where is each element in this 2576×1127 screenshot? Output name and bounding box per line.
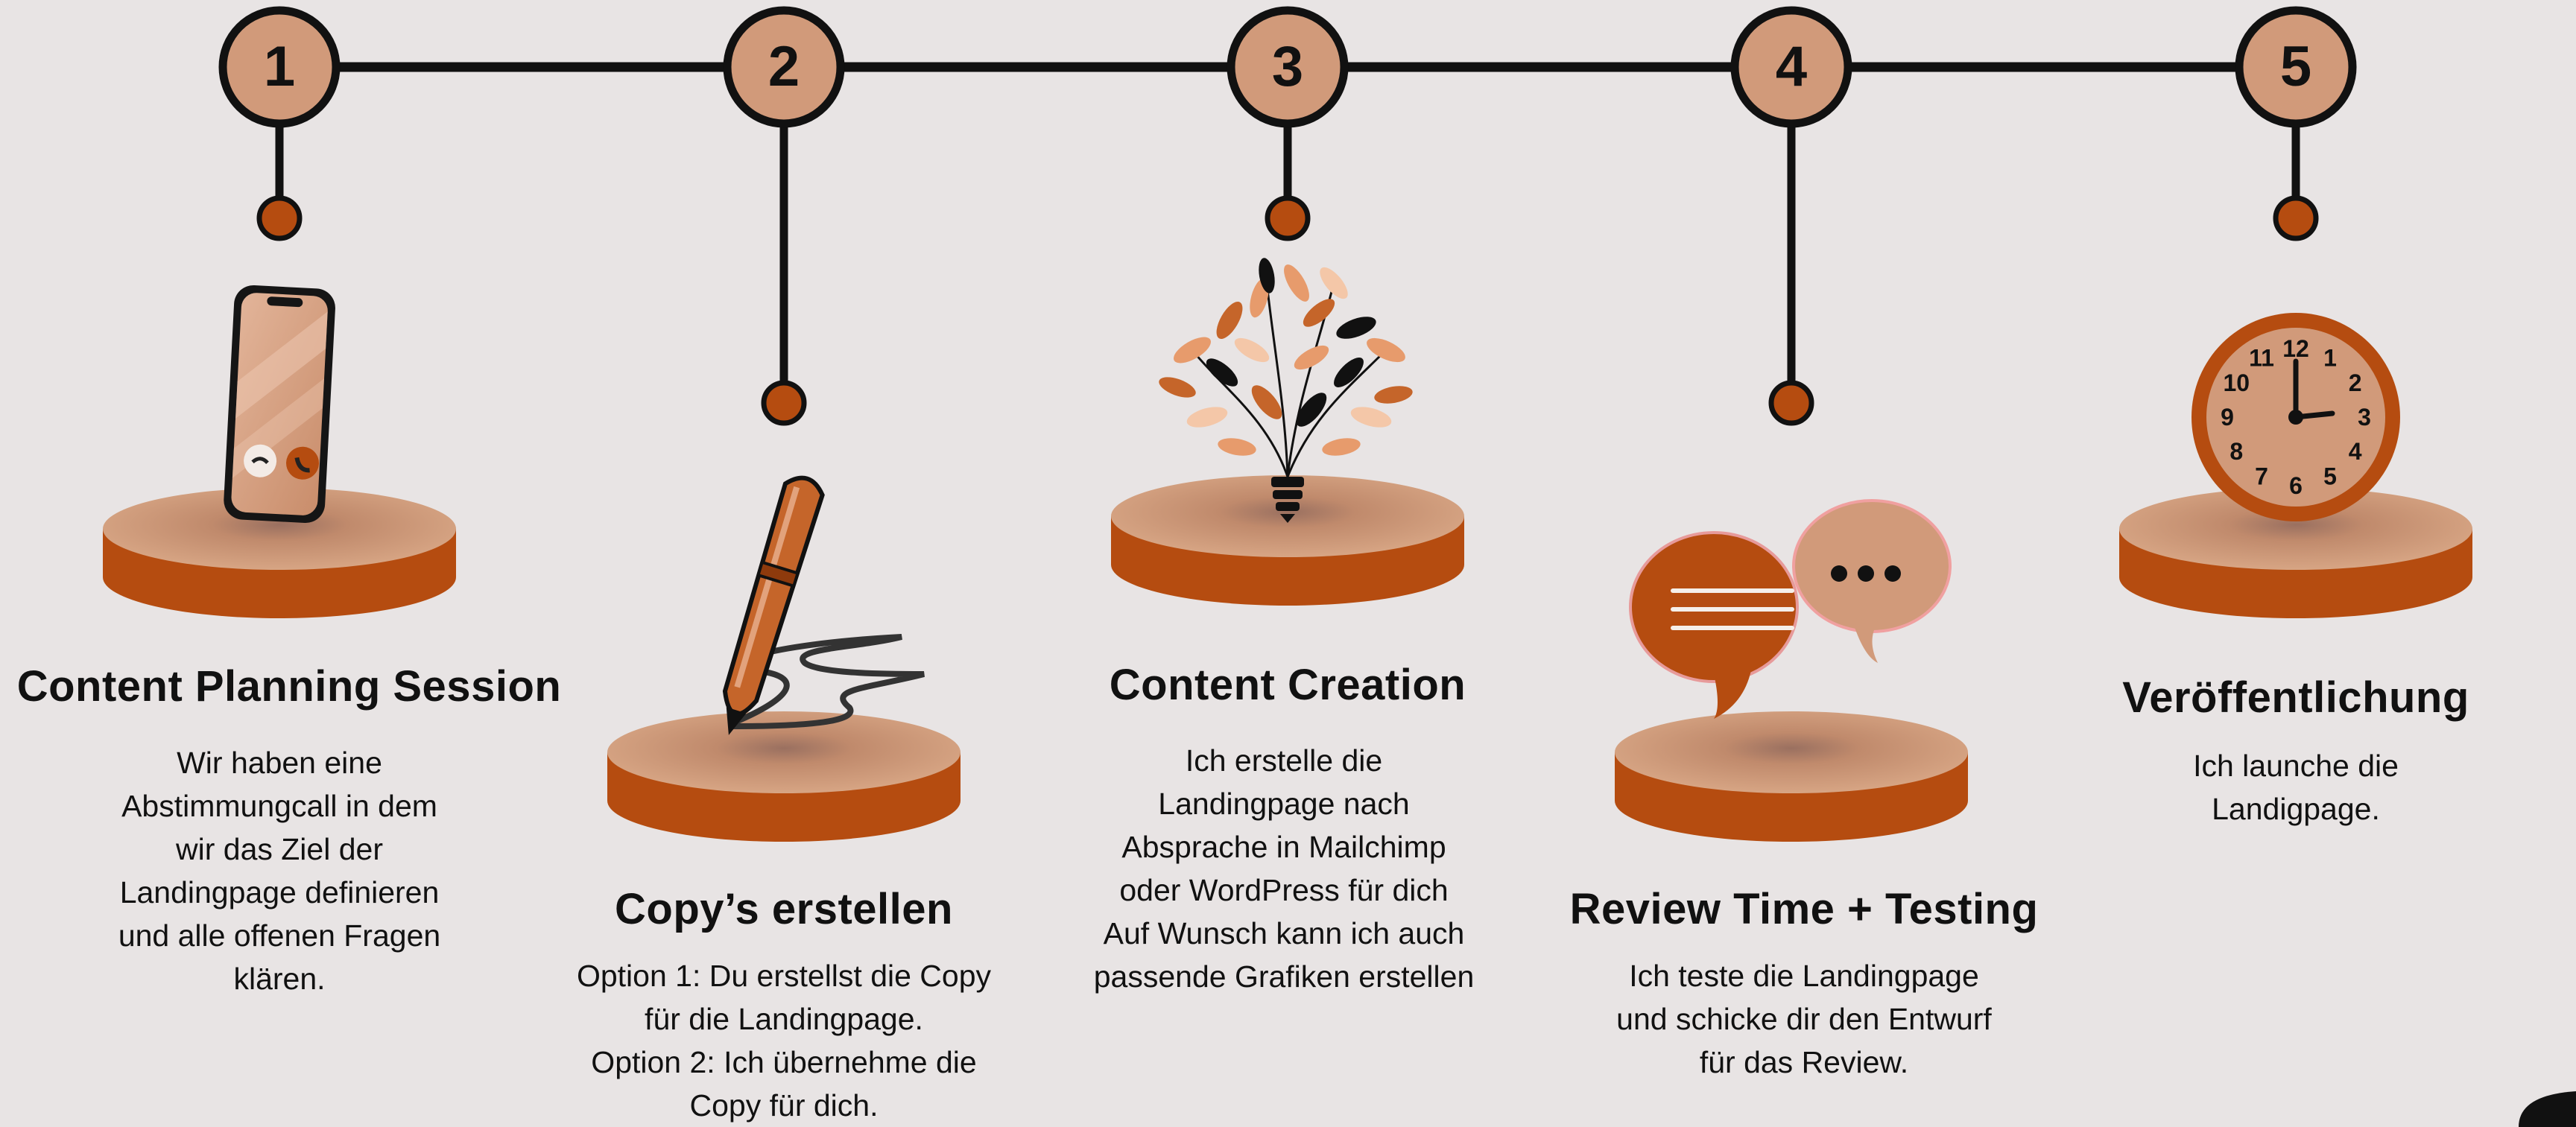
step-3-title: Content Creation <box>1109 661 1466 709</box>
clock-numeral: 4 <box>2349 438 2362 465</box>
clock-numeral: 10 <box>2224 369 2250 396</box>
connector-3 <box>1265 119 1311 241</box>
step-4-marker: 4 <box>1730 6 1852 128</box>
step-5-description: Ich launche die Landigpage. <box>2193 749 2399 826</box>
clock-numeral: 8 <box>2230 438 2243 465</box>
step-2-title: Copy’s erstellen <box>615 885 953 933</box>
step-1-title: Content Planning Session <box>16 662 562 711</box>
step-5-marker: 5 <box>2235 6 2357 128</box>
step-2-marker: 2 <box>723 6 845 128</box>
step-5-number: 5 <box>2280 35 2311 98</box>
corner-decoration <box>2519 1091 2576 1127</box>
clock-numeral: 6 <box>2289 472 2303 499</box>
step-2-number: 2 <box>768 35 800 98</box>
step-3-number: 3 <box>1272 35 1303 98</box>
pen-icon <box>722 475 925 735</box>
step-3-description: Ich erstelle die Landingpage nach Abspra… <box>1093 743 1475 994</box>
pedestal-5 <box>2119 488 2472 618</box>
clock-numeral: 5 <box>2323 463 2337 490</box>
step-4-description: Ich teste die Landingpage und schicke di… <box>1616 959 1992 1079</box>
step-5-title: Veröffentlichung <box>2122 673 2469 722</box>
connector-4 <box>1768 119 1814 426</box>
step-3-marker: 3 <box>1227 6 1349 128</box>
lightbulb-plant-icon <box>1159 258 1413 523</box>
speech-bubbles-icon <box>1629 499 1952 719</box>
step-4-number: 4 <box>1776 35 1807 98</box>
step-1-marker: 1 <box>218 6 341 128</box>
clock-numeral: 11 <box>2249 344 2274 371</box>
pedestal-1 <box>103 488 456 618</box>
clock-numeral: 9 <box>2221 404 2234 431</box>
pedestal-4 <box>1615 711 1968 842</box>
step-1-description: Wir haben eine Abstimmungcall in dem wir… <box>118 746 441 996</box>
step-1-number: 1 <box>264 35 295 98</box>
step-2-description: Option 1: Du erstellst die Copy für die … <box>576 959 992 1123</box>
clock-numeral: 2 <box>2349 369 2362 396</box>
connector-5 <box>2273 119 2319 241</box>
clock-numeral: 12 <box>2282 335 2309 362</box>
clock-numeral: 1 <box>2323 344 2337 371</box>
clock-numeral: 3 <box>2358 404 2371 431</box>
step-4-title: Review Time + Testing <box>1569 885 2039 933</box>
smartphone-icon <box>224 285 335 524</box>
connector-2 <box>761 119 807 426</box>
connector-1 <box>256 119 303 241</box>
pedestal-2 <box>607 711 961 842</box>
clock-numeral: 7 <box>2255 463 2268 490</box>
